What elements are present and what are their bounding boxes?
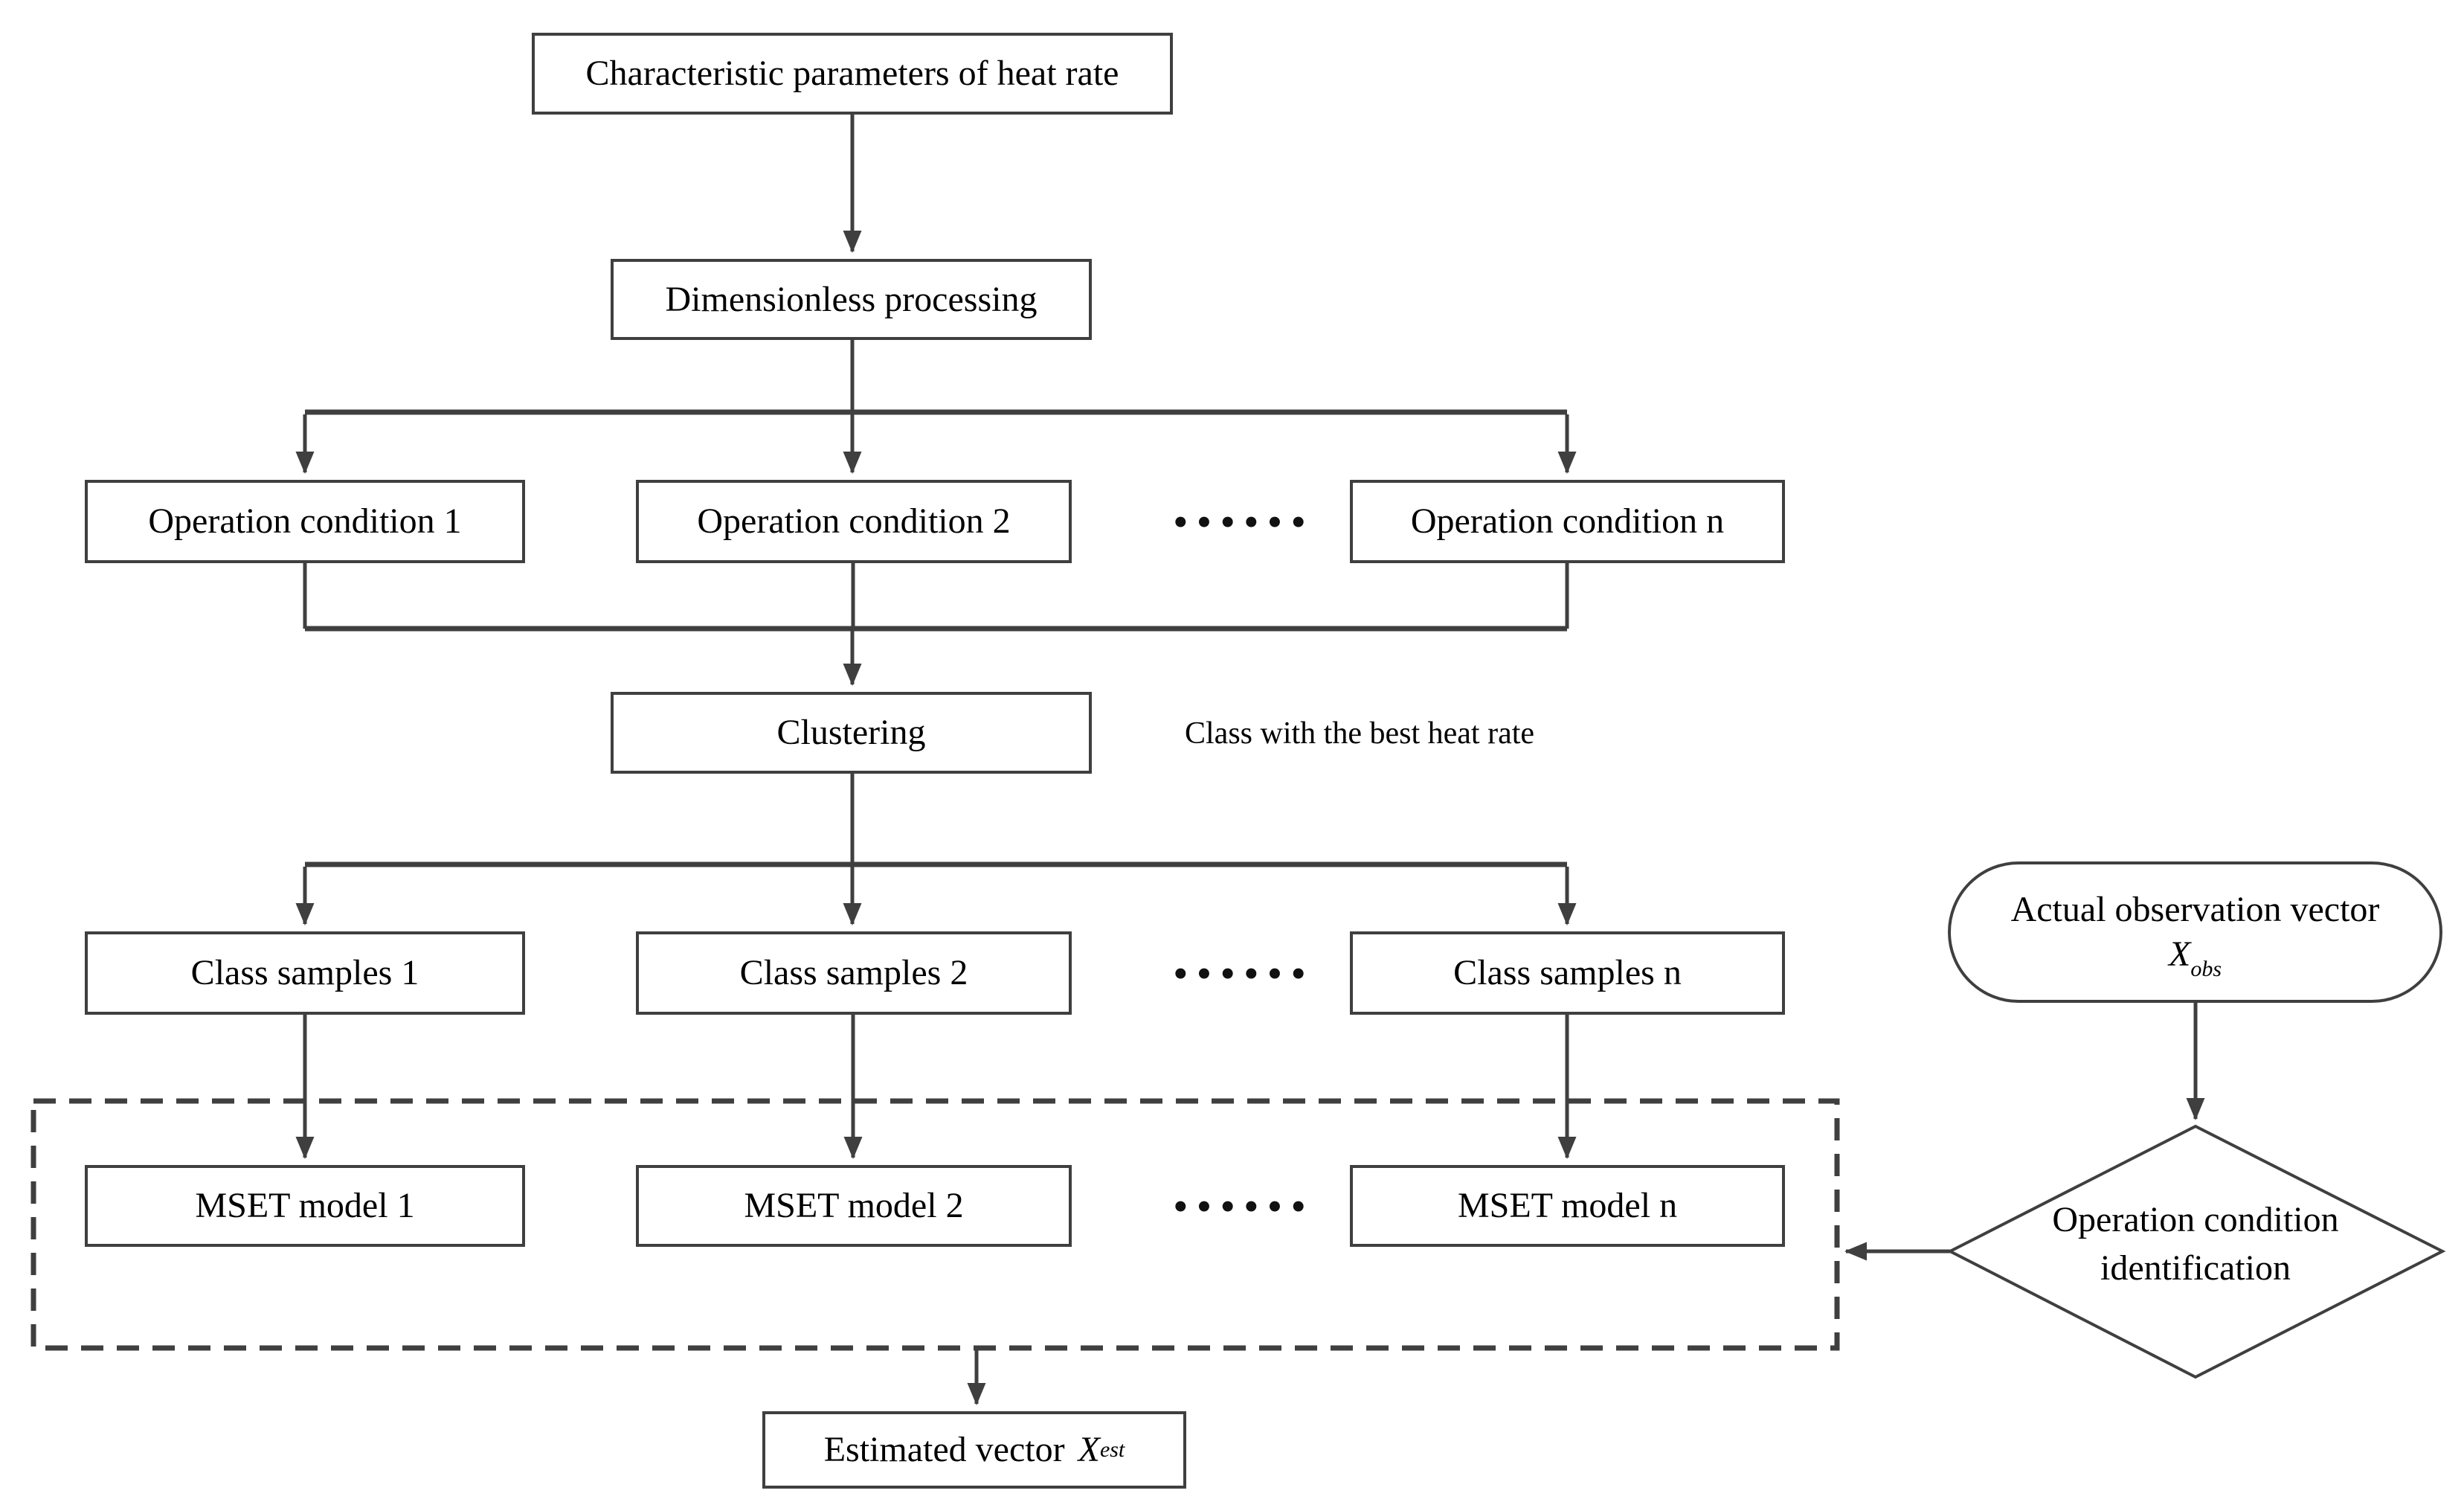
- identification-line1: Operation condition: [2052, 1200, 2339, 1239]
- dimensionless-processing-label: Dimensionless processing: [665, 279, 1038, 319]
- estimated-vector-prefix: Estimated vector: [823, 1430, 1065, 1470]
- operation-condition-2-label: Operation condition 2: [697, 501, 1011, 542]
- node-operation-condition-n: Operation condition n: [1350, 480, 1785, 563]
- decision-diamond-shape: [1946, 1124, 2446, 1379]
- identification-line2: identification: [2100, 1248, 2291, 1288]
- actual-observation-vector-formula: Xobs: [2168, 933, 2222, 981]
- node-mset-model-1: MSET model 1: [85, 1165, 525, 1247]
- ellipsis-mset-row: ······: [1169, 1170, 1312, 1242]
- node-operation-condition-2: Operation condition 2: [636, 480, 1072, 563]
- ellipsis-class-samples-row: ······: [1169, 937, 1312, 1009]
- estimated-vector-symbol: X: [1078, 1430, 1100, 1470]
- operation-condition-n-label: Operation condition n: [1410, 501, 1725, 542]
- node-clustering: Clustering: [611, 692, 1092, 774]
- node-class-samples-1: Class samples 1: [85, 931, 525, 1015]
- class-samples-1-label: Class samples 1: [190, 953, 419, 993]
- node-characteristic-parameters: Characteristic parameters of heat rate: [532, 33, 1173, 115]
- actual-observation-vector-line1: Actual observation vector: [2010, 890, 2380, 930]
- node-mset-model-2: MSET model 2: [636, 1165, 1072, 1247]
- node-mset-model-n: MSET model n: [1350, 1165, 1785, 1247]
- class-samples-n-label: Class samples n: [1453, 953, 1682, 993]
- clustering-label: Clustering: [776, 713, 926, 753]
- actual-observation-vector-subscript: obs: [2190, 957, 2222, 981]
- mset-model-1-label: MSET model 1: [195, 1186, 415, 1226]
- mset-model-n-label: MSET model n: [1457, 1186, 1678, 1226]
- node-dimensionless-processing: Dimensionless processing: [611, 259, 1092, 340]
- node-class-samples-2: Class samples 2: [636, 931, 1072, 1015]
- node-class-samples-n: Class samples n: [1350, 931, 1785, 1015]
- ellipsis-operation-row: ······: [1169, 486, 1312, 557]
- mset-group-dashed-border: [30, 1098, 1840, 1351]
- class-samples-2-label: Class samples 2: [739, 953, 968, 993]
- decision-diamond-label: Operation condition identification: [1972, 1196, 2419, 1293]
- node-actual-observation-vector: Actual observation vector Xobs: [1948, 861, 2442, 1003]
- characteristic-parameters-label: Characteristic parameters of heat rate: [585, 54, 1119, 94]
- mset-model-2-label: MSET model 2: [744, 1186, 964, 1226]
- actual-observation-vector-symbol: X: [2168, 934, 2191, 974]
- node-operation-condition-1: Operation condition 1: [85, 480, 525, 563]
- operation-condition-1-label: Operation condition 1: [148, 501, 462, 542]
- clustering-annotation: Class with the best heat rate: [1185, 716, 1535, 751]
